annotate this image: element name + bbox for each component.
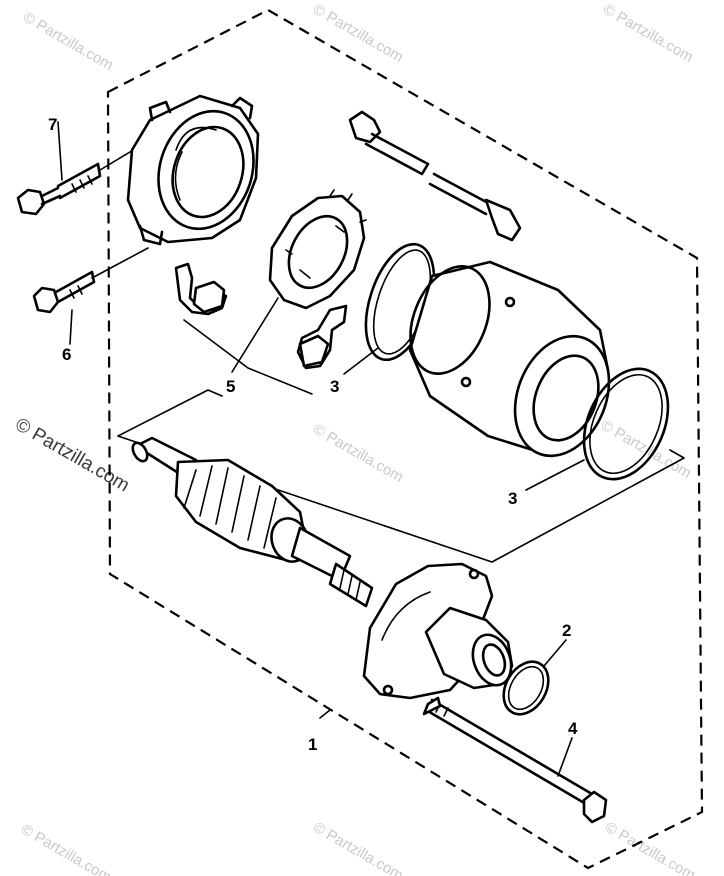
- leader-line: [319, 709, 331, 719]
- leader-line: [183, 319, 313, 395]
- leader-line: [57, 121, 63, 181]
- watermark: © Partzilla.com: [310, 1, 406, 66]
- o-ring-lower-inner: [589, 373, 663, 475]
- rear-housing: [126, 94, 260, 246]
- watermark: © Partzilla.com: [18, 821, 114, 876]
- watermark: © Partzilla.com: [600, 1, 696, 66]
- callout-7: 7: [48, 115, 57, 134]
- o-ring-lower: [582, 367, 670, 481]
- leader-line: [557, 737, 573, 777]
- group-bracket: [117, 389, 685, 563]
- front-cover: [362, 562, 514, 700]
- watermark: © Partzilla.com: [310, 819, 406, 876]
- o-ring-2-inner: [507, 665, 545, 711]
- leader-line: [525, 459, 585, 491]
- leader-line: [231, 297, 279, 373]
- terminal-cable: [348, 110, 522, 242]
- o-ring-2: [502, 660, 550, 716]
- brush-holder-left: [174, 262, 228, 316]
- brush-holder-right: [296, 304, 348, 370]
- assembly-outline: [106, 8, 704, 870]
- callout-2: 2: [562, 621, 571, 640]
- brush-plate: [268, 189, 367, 310]
- leader-line: [91, 247, 149, 279]
- armature: [131, 436, 374, 608]
- callout-1: 1: [308, 735, 317, 754]
- watermark: © Partzilla.com: [598, 417, 694, 482]
- watermark: © Partzilla.com: [310, 421, 406, 486]
- watermark: © Partzilla.com: [602, 819, 698, 876]
- leader-line: [343, 347, 379, 375]
- bolt-6: [32, 270, 96, 314]
- callout-5: 5: [226, 377, 235, 396]
- callout-labels: 1 2 3 3 4 5 6 7: [48, 115, 578, 754]
- through-bolt: [422, 696, 608, 824]
- callout-3-lower: 3: [508, 489, 517, 508]
- watermark: © Partzilla.com: [12, 414, 133, 496]
- bolt-7: [16, 162, 102, 216]
- callout-6: 6: [62, 345, 71, 364]
- yoke: [408, 260, 611, 458]
- leader-line: [69, 309, 73, 345]
- callout-4: 4: [568, 719, 578, 738]
- watermark: © Partzilla.com: [20, 9, 116, 74]
- leader-line: [543, 639, 567, 667]
- callout-3-upper: 3: [330, 377, 339, 396]
